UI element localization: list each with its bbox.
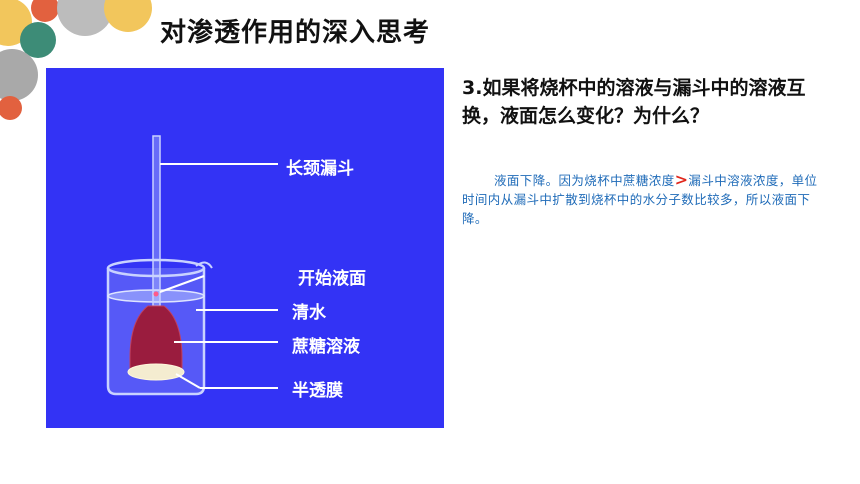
start-level-marker — [153, 291, 159, 297]
answer-text: 液面下降。因为烧杯中蔗糖浓度>漏斗中溶液浓度，单位时间内从漏斗中扩散到烧杯中的水… — [462, 170, 824, 228]
leader-lines — [159, 163, 278, 389]
question-text: 3.如果将烧杯中的溶液与漏斗中的溶液互换，液面怎么变化？为什么？ — [462, 77, 806, 127]
answer-part-1: 液面下降。因为烧杯中蔗糖浓度 — [494, 173, 675, 188]
greater-than-symbol: > — [674, 170, 689, 189]
semipermeable-membrane — [127, 363, 185, 381]
slide-title: 对渗透作用的深入思考 — [160, 18, 431, 48]
osmosis-diagram: 长颈漏斗 开始液面 清水 蔗糖溶液 半透膜 — [46, 68, 444, 428]
label-water: 清水 — [292, 303, 326, 323]
osmosis-apparatus — [106, 135, 278, 396]
decorative-circles — [0, 0, 152, 120]
answer-part-2: 漏斗中溶液浓度，单位时间内从漏斗中扩散到烧杯中的水分子数比较多，所以液面下降。 — [462, 173, 818, 226]
label-sucrose: 蔗糖溶液 — [292, 337, 360, 357]
funnel-tube — [152, 135, 161, 307]
label-membrane: 半透膜 — [292, 381, 343, 401]
label-start-level: 开始液面 — [298, 269, 366, 289]
label-funnel: 长颈漏斗 — [286, 159, 354, 179]
